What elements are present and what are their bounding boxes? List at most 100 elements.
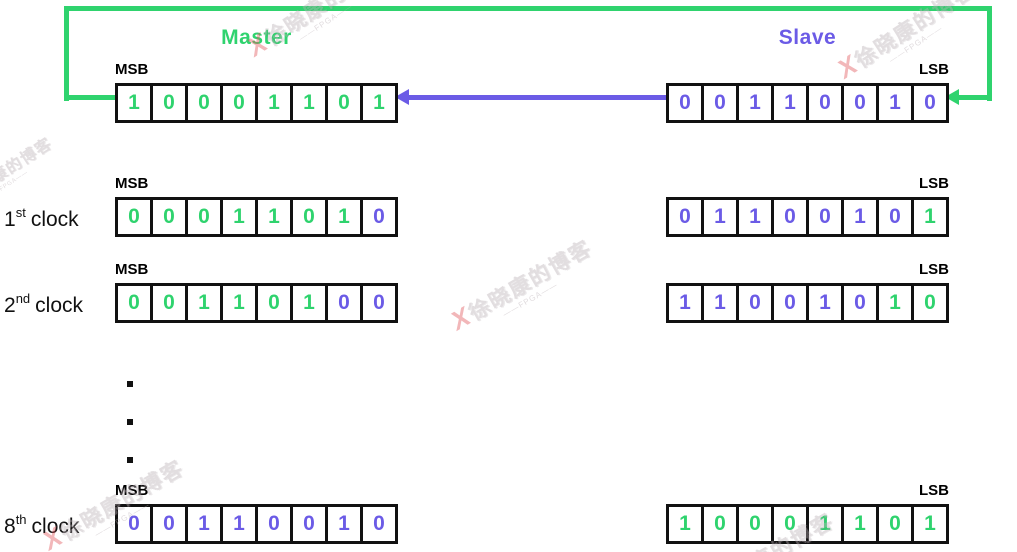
watermark-subtext: ——FPGA—— xyxy=(501,280,560,319)
watermark-text: 徐晓康的博客 xyxy=(465,236,597,326)
bit-cell: 0 xyxy=(841,83,879,123)
bit-cell: 1 xyxy=(911,504,949,544)
clock-ordinal: nd xyxy=(15,291,31,306)
watermark-text: 徐晓康的博客 xyxy=(0,134,56,206)
bit-cell: 0 xyxy=(185,83,223,123)
bit-cell: 0 xyxy=(736,283,774,323)
bit-cell: 0 xyxy=(115,504,153,544)
bit-cell: 1 xyxy=(220,283,258,323)
bit-cell: 1 xyxy=(325,197,363,237)
bit-cell: 1 xyxy=(806,504,844,544)
bit-cell: 0 xyxy=(806,197,844,237)
bit-cell: 0 xyxy=(360,504,398,544)
bit-cell: 0 xyxy=(771,197,809,237)
bit-cell: 1 xyxy=(701,283,739,323)
bit-cell: 1 xyxy=(360,83,398,123)
bit-cell: 0 xyxy=(806,83,844,123)
clock-number: 1 xyxy=(4,208,16,231)
bit-cell: 1 xyxy=(876,283,914,323)
bit-cell: 1 xyxy=(185,504,223,544)
bit-cell: 1 xyxy=(771,83,809,123)
bit-cell: 0 xyxy=(360,197,398,237)
bit-cell: 0 xyxy=(736,504,774,544)
bit-cell: 0 xyxy=(911,283,949,323)
msb-label: MSB xyxy=(115,175,149,192)
ellipsis-dot xyxy=(127,419,133,425)
bit-cell: 0 xyxy=(876,504,914,544)
bit-cell: 0 xyxy=(325,83,363,123)
bit-cell: 0 xyxy=(771,504,809,544)
bit-cell: 0 xyxy=(255,504,293,544)
master-title: Master xyxy=(221,26,292,49)
bit-cell: 1 xyxy=(876,83,914,123)
bit-cell: 0 xyxy=(876,197,914,237)
watermark-logo-icon: X xyxy=(445,301,476,336)
bit-cell: 1 xyxy=(255,83,293,123)
slave-title: Slave xyxy=(778,26,837,49)
bit-cell: 1 xyxy=(736,83,774,123)
lsb-label: LSB xyxy=(919,61,949,78)
bit-cell: 0 xyxy=(666,83,704,123)
bit-cell: 1 xyxy=(736,197,774,237)
msb-label: MSB xyxy=(115,482,149,499)
bit-cell: 0 xyxy=(255,283,293,323)
bit-cell: 1 xyxy=(290,83,328,123)
bit-cell: 1 xyxy=(290,283,328,323)
msb-label: MSB xyxy=(115,61,149,78)
bit-cell: 0 xyxy=(220,83,258,123)
purple-arrowhead-icon xyxy=(395,89,409,105)
clock-ordinal: st xyxy=(15,205,26,220)
bit-cell: 0 xyxy=(150,504,188,544)
bit-cell: 1 xyxy=(911,197,949,237)
clock-number: 8 xyxy=(4,515,16,538)
green-loop-right-vertical xyxy=(987,6,992,101)
clock-word: clock xyxy=(35,294,84,317)
clock-word: clock xyxy=(31,515,80,538)
bit-cell: 0 xyxy=(290,504,328,544)
bit-cell: 0 xyxy=(150,283,188,323)
bit-cell: 0 xyxy=(115,197,153,237)
clock-ordinal: th xyxy=(15,512,27,527)
bit-cell: 0 xyxy=(666,197,704,237)
bit-cell: 1 xyxy=(806,283,844,323)
bit-cell: 1 xyxy=(841,504,879,544)
green-loop-left-horizontal xyxy=(64,95,118,100)
bit-cell: 0 xyxy=(911,83,949,123)
lsb-label: LSB xyxy=(919,175,949,192)
bit-cell: 1 xyxy=(666,283,704,323)
bit-cell: 0 xyxy=(185,197,223,237)
ellipsis-dot xyxy=(127,457,133,463)
clock-word: clock xyxy=(30,208,79,231)
bit-cell: 1 xyxy=(220,504,258,544)
bit-cell: 0 xyxy=(290,197,328,237)
purple-arrow-shaft xyxy=(406,95,666,100)
clock-number: 2 xyxy=(4,294,16,317)
bit-cell: 0 xyxy=(701,504,739,544)
bit-cell: 0 xyxy=(325,283,363,323)
bit-cell: 1 xyxy=(220,197,258,237)
watermark: X徐晓康的博客——FPGA—— xyxy=(445,231,600,343)
bit-cell: 1 xyxy=(255,197,293,237)
bit-cell: 1 xyxy=(115,83,153,123)
lsb-label: LSB xyxy=(919,261,949,278)
green-loop-right-horizontal xyxy=(957,95,992,100)
green-loop-top-horizontal xyxy=(64,6,992,11)
green-loop-left-vertical xyxy=(64,6,69,101)
ellipsis-dot xyxy=(127,381,133,387)
bit-cell: 0 xyxy=(771,283,809,323)
bit-cell: 0 xyxy=(115,283,153,323)
bit-cell: 0 xyxy=(150,83,188,123)
bit-cell: 1 xyxy=(666,504,704,544)
bit-cell: 1 xyxy=(701,197,739,237)
